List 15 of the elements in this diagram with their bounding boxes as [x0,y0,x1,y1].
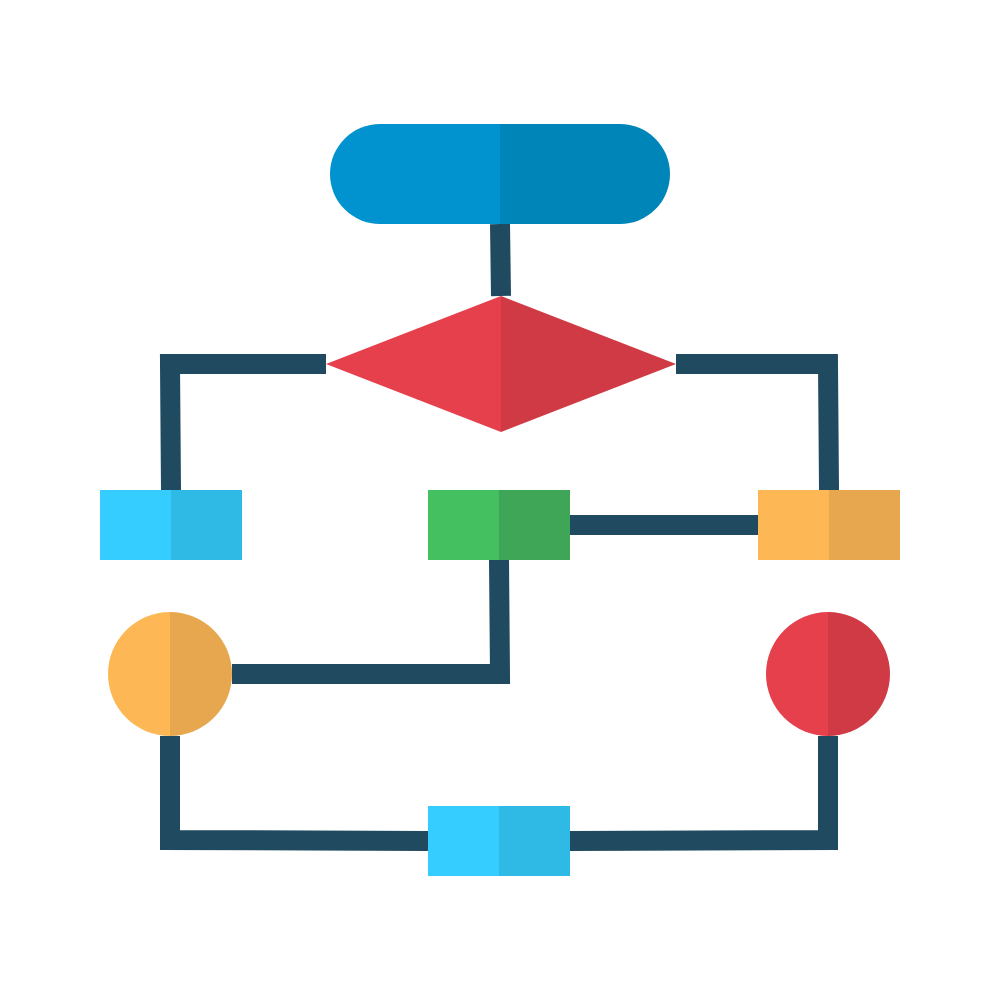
connector-circle [108,612,232,736]
connector-line [490,223,511,297]
connector-line [159,354,326,491]
process-box [428,490,570,560]
connector-line [569,736,838,851]
process-box [100,490,242,560]
process-box [758,490,900,560]
connector-circle [766,612,890,736]
connector-line [232,559,511,684]
connector-line [676,354,839,491]
decision-diamond [326,296,676,432]
process-box [428,806,570,876]
connector-line [160,736,429,851]
terminator-pill [330,124,670,224]
connector-line [570,515,758,535]
